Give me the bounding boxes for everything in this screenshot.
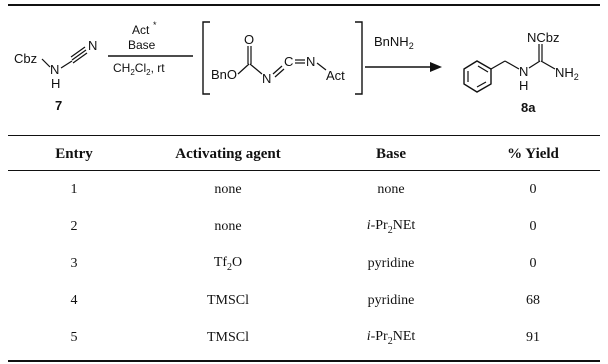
cell-yield: 91: [526, 329, 540, 345]
carbodiimide-n1-label: N: [262, 71, 271, 86]
table-row: 5 TMSCl i-Pr2NEt 91: [8, 319, 600, 356]
reaction-scheme: Cbz N H N 7 Act * Base CH2Cl2, rt BnO O …: [14, 20, 579, 115]
cell-yield: 68: [526, 292, 540, 308]
cell-base: none: [377, 181, 405, 197]
header-row: Entry Activating agent Base % Yield: [8, 138, 600, 171]
table-row: 1 none none 0: [8, 171, 600, 209]
bno-label: BnO: [211, 67, 237, 82]
bottom-rule: [8, 360, 600, 362]
header-entry: Entry: [55, 145, 93, 162]
nh2-label: NH2: [555, 65, 579, 82]
compound-8a-label: 8a: [521, 100, 536, 115]
arrow-2: BnNH2: [365, 34, 442, 72]
cell-yield: 0: [529, 218, 537, 234]
nitrile-n-label: N: [88, 38, 97, 53]
cell-agent: TMSCl: [206, 292, 249, 308]
compound-7-label: 7: [55, 98, 62, 113]
h-label: H: [51, 76, 60, 91]
product-8a: N H NCbz NH2 8a: [463, 30, 579, 115]
cell-yield: 0: [529, 255, 537, 271]
nh-label: N: [50, 62, 59, 77]
base-reagent: Base: [128, 38, 156, 52]
benzylamine-reagent: BnNH2: [374, 34, 414, 51]
header-base: Base: [376, 145, 406, 162]
cell-entry: 3: [70, 255, 78, 271]
top-rule: [8, 4, 600, 6]
results-table: Entry Activating agent Base % Yield 1 no…: [8, 138, 600, 356]
act-reagent: Act: [132, 23, 150, 37]
cell-entry: 2: [70, 218, 78, 234]
carbonyl-o-label: O: [244, 32, 254, 47]
cell-base: pyridine: [367, 292, 415, 308]
act-group-label: Act: [326, 68, 345, 83]
intermediate-bracket: BnO O N C N Act: [202, 21, 363, 95]
scheme-rule: [8, 135, 600, 136]
product-nh-n-label: N: [519, 64, 528, 79]
ncbz-label: NCbz: [527, 30, 560, 45]
product-nh-h-label: H: [519, 78, 528, 93]
cell-entry: 1: [70, 181, 78, 197]
cell-entry: 4: [70, 292, 78, 308]
header-yield: % Yield: [507, 145, 559, 162]
table-row: 3 Tf2O pyridine 0: [8, 245, 600, 282]
cell-base: i-Pr2NEt: [366, 328, 416, 347]
cell-agent: Tf2O: [213, 254, 243, 273]
table-row: 2 none i-Pr2NEt 0: [8, 208, 600, 245]
table-row: 4 TMSCl pyridine 68: [8, 282, 600, 319]
cell-yield: 0: [529, 181, 537, 197]
cell-agent: none: [214, 181, 242, 197]
carbodiimide-c-label: C: [284, 54, 293, 69]
cell-agent: none: [214, 218, 242, 234]
header-activating-agent: Activating agent: [175, 145, 281, 162]
starting-material: Cbz N H N 7: [14, 38, 97, 113]
act-asterisk: *: [153, 20, 157, 30]
arrow-1: Act * Base CH2Cl2, rt: [108, 20, 193, 77]
cell-base: i-Pr2NEt: [366, 217, 416, 236]
carbodiimide-n2-label: N: [306, 54, 315, 69]
cell-base: pyridine: [367, 255, 415, 271]
cbz-label: Cbz: [14, 51, 37, 66]
solvent-conditions: CH2Cl2, rt: [113, 61, 165, 77]
cell-entry: 5: [70, 329, 78, 345]
cell-agent: TMSCl: [206, 329, 249, 345]
